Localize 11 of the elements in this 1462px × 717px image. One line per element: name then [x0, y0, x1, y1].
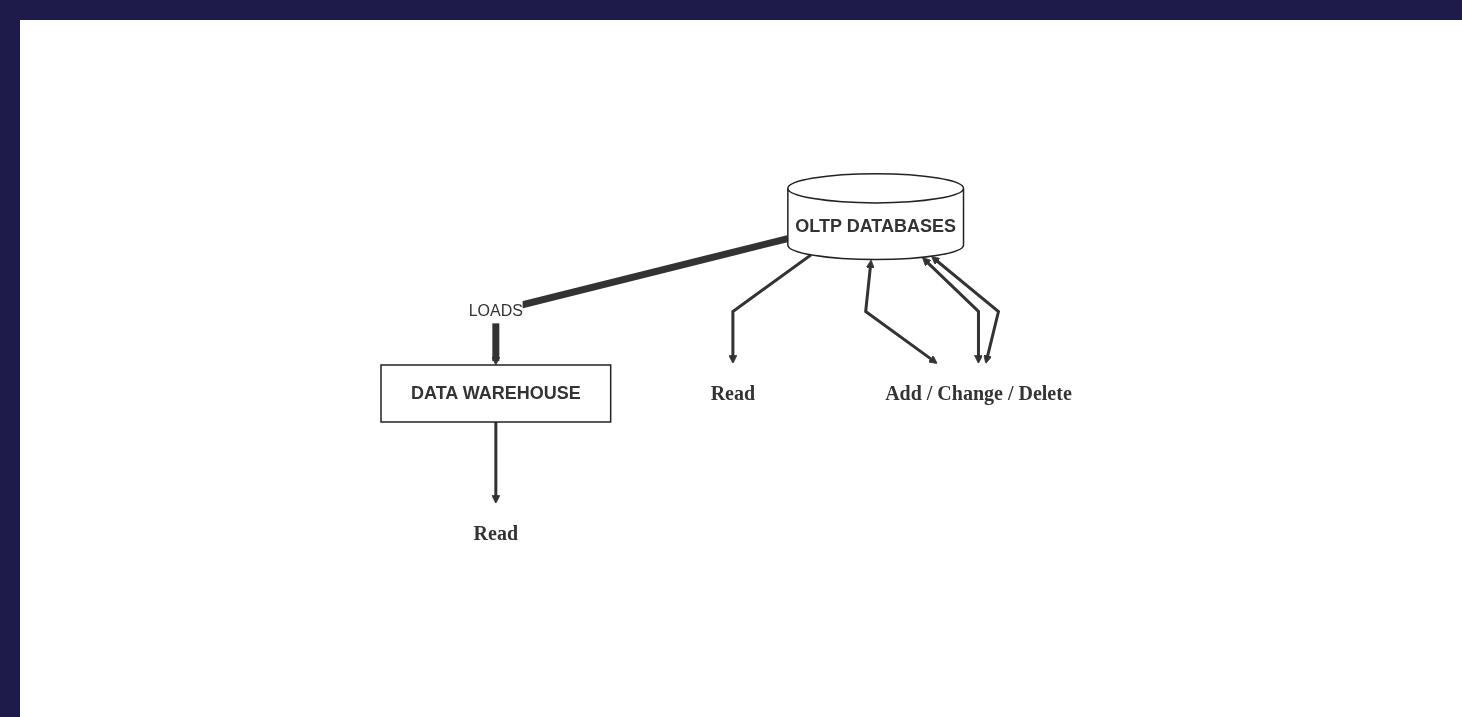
node-box: DATA WAREHOUSE [379, 364, 611, 423]
arrow [921, 257, 983, 364]
arrow [930, 255, 1000, 364]
edge-label: LOADS [468, 302, 523, 320]
node-text: Read [473, 522, 518, 545]
node-text: Add / Change / Delete [884, 382, 1072, 405]
arrow [863, 259, 938, 364]
arrow [491, 421, 500, 504]
arrow [491, 235, 789, 366]
node-text: Read [710, 382, 755, 405]
arrow [728, 253, 812, 364]
